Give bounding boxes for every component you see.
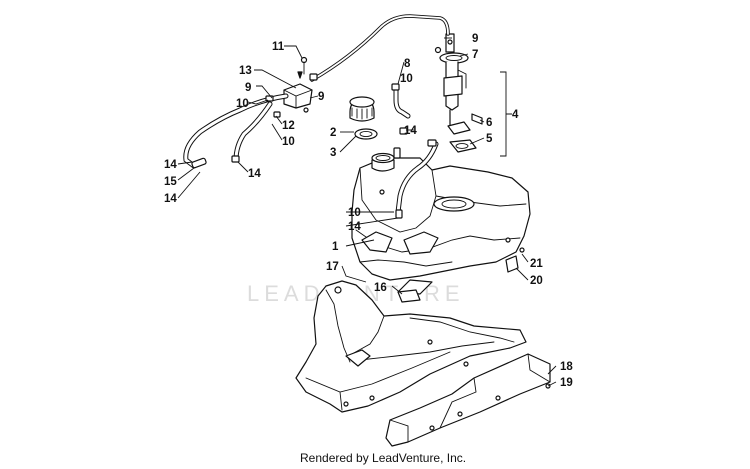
fuel-tank bbox=[351, 157, 531, 295]
callout-21: 21 bbox=[530, 258, 543, 270]
callout-15: 15 bbox=[164, 176, 177, 188]
tank-tray bbox=[295, 280, 527, 413]
filler-neck bbox=[371, 152, 395, 172]
callout-7: 7 bbox=[472, 49, 478, 61]
callout-1: 1 bbox=[332, 241, 339, 253]
callout-9-mid: 9 bbox=[318, 91, 324, 103]
callout-18: 18 bbox=[560, 361, 573, 373]
rubber-pad bbox=[397, 289, 421, 303]
callout-12: 12 bbox=[282, 120, 295, 132]
callout-20: 20 bbox=[530, 275, 543, 287]
callout-14-tank: 14 bbox=[348, 221, 361, 233]
mounting-bracket bbox=[385, 353, 551, 447]
callout-5: 5 bbox=[486, 133, 493, 145]
pump-gasket bbox=[449, 139, 477, 153]
callout-10-tank: 10 bbox=[348, 207, 361, 219]
fuel-filter bbox=[471, 113, 483, 125]
callout-labels: 11 13 9 10 9 12 10 14 15 14 14 2 3 8 10 … bbox=[164, 33, 573, 389]
callout-11: 11 bbox=[272, 41, 285, 53]
assembly-bracket-4 bbox=[500, 71, 512, 157]
callout-19: 19 bbox=[560, 377, 573, 389]
fuel-valve bbox=[283, 56, 313, 113]
fuel-pump-assembly bbox=[434, 33, 471, 135]
callout-6: 6 bbox=[486, 117, 492, 129]
callout-8: 8 bbox=[404, 58, 411, 70]
gas-cap bbox=[349, 96, 375, 122]
cap-gasket bbox=[354, 128, 378, 140]
callout-14-left-b: 14 bbox=[164, 193, 177, 205]
callout-10-mid: 10 bbox=[282, 136, 295, 148]
callout-13: 13 bbox=[239, 65, 252, 77]
callout-14-hose: 14 bbox=[248, 168, 261, 180]
fuel-hoses bbox=[183, 14, 450, 215]
callout-9-left: 9 bbox=[245, 82, 251, 94]
callout-10-upper: 10 bbox=[400, 73, 413, 85]
tank-vent-fitting bbox=[393, 147, 401, 159]
callout-3: 3 bbox=[330, 147, 336, 159]
footer-credit: Rendered by LeadVenture, Inc. bbox=[300, 451, 466, 465]
callout-14-left-a: 14 bbox=[164, 159, 177, 171]
callout-14-mid: 14 bbox=[404, 125, 417, 137]
callout-2: 2 bbox=[330, 127, 336, 139]
callout-10-left: 10 bbox=[236, 98, 249, 110]
leader-lines bbox=[177, 37, 557, 387]
callout-17: 17 bbox=[326, 261, 339, 273]
callout-4: 4 bbox=[512, 109, 519, 121]
callout-9-top: 9 bbox=[472, 33, 478, 45]
callout-16: 16 bbox=[374, 282, 387, 294]
tank-clip bbox=[505, 247, 525, 273]
